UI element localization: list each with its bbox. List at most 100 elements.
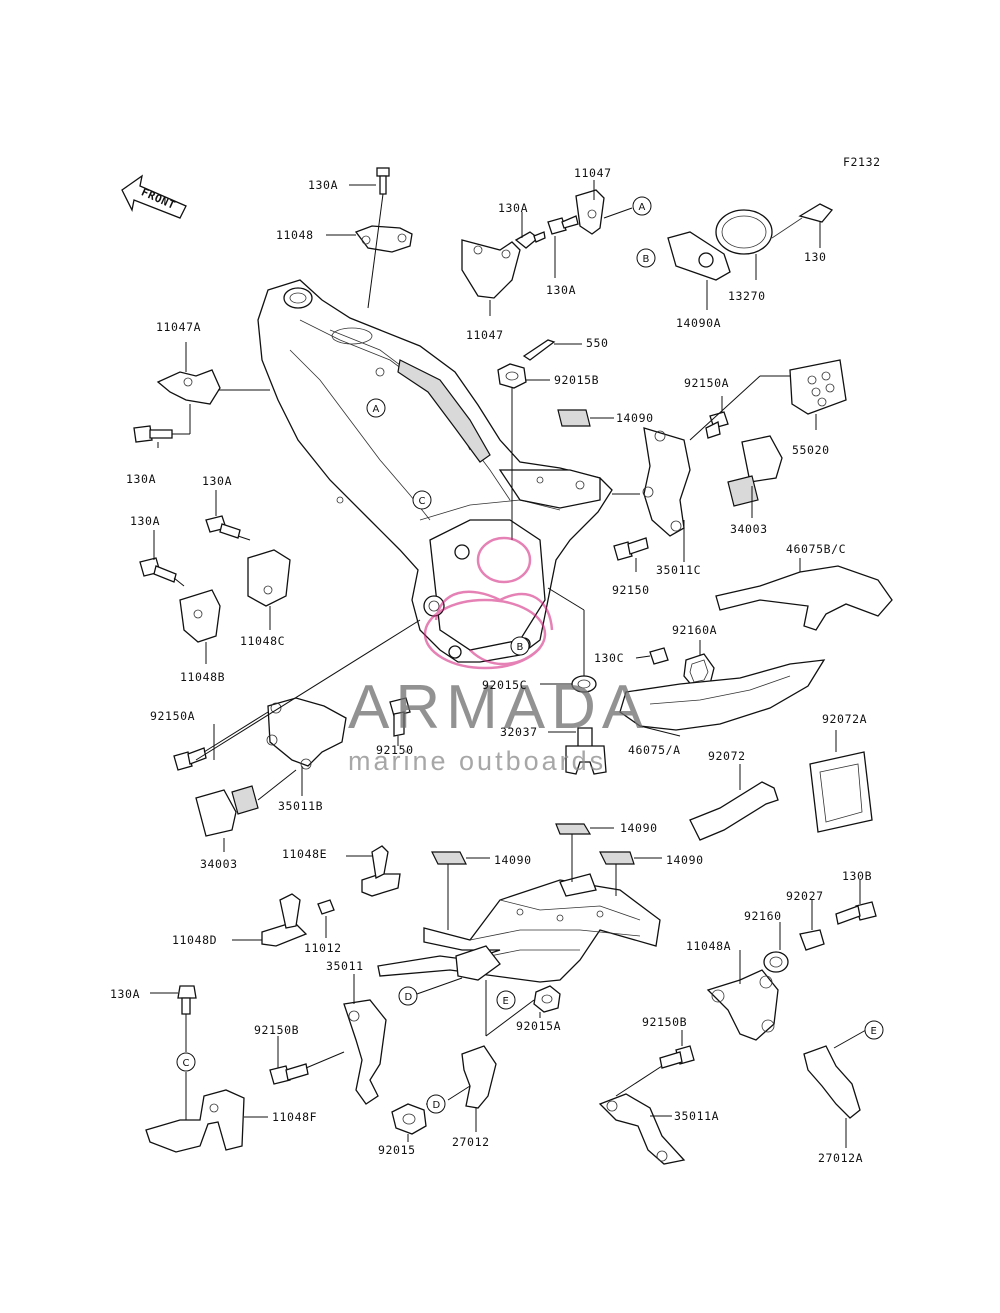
part-label: 14090 [616, 411, 654, 425]
part-label: 55020 [792, 443, 830, 457]
collar-11012 [317, 899, 335, 915]
ref-marker-a-frame [366, 398, 386, 418]
part-label: 92150B [642, 1015, 687, 1029]
ref-marker-d-subframe [398, 986, 418, 1006]
ref-marker-e-guard [864, 1020, 884, 1040]
part-label: 92027 [786, 889, 824, 903]
ref-marker-e-subframe-text: E [503, 996, 510, 1007]
part-label: 92160A [672, 623, 717, 637]
part-label: 130A [130, 514, 160, 528]
grab-rail-46075bc [715, 565, 893, 631]
diagram-code: F2132 [843, 155, 881, 169]
part-label: 11047A [156, 320, 201, 334]
part-label: 92150 [376, 743, 414, 757]
bracket-11047a [156, 369, 221, 405]
bracket-11047-upper [575, 189, 605, 235]
footpeg-55020 [789, 359, 847, 415]
part-label: 130A [546, 283, 576, 297]
part-label: 11047 [466, 328, 504, 342]
part-label: 14090A [676, 316, 721, 330]
pad-14090-c [431, 851, 467, 865]
part-label: 11048B [180, 670, 225, 684]
bracket-35011a [598, 1093, 686, 1165]
ref-markers: A B A C B D E D E C [176, 196, 884, 1114]
bolt-92150-mid [389, 697, 411, 737]
part-label: 11048E [282, 847, 327, 861]
part-label: 11048F [272, 1110, 317, 1124]
part-label: 92015C [482, 678, 527, 692]
part-label: 35011 [326, 959, 364, 973]
bracket-35011b [266, 697, 347, 770]
main-frame [257, 279, 613, 663]
part-label: 130A [308, 178, 338, 192]
nut-92015 [391, 1103, 427, 1135]
band-92072a [809, 751, 873, 833]
pin-550 [522, 339, 556, 361]
watermark: ARMADA marine outboards [348, 536, 643, 776]
part-label: 46075B/C [786, 542, 846, 556]
part-label: 11048A [686, 939, 731, 953]
heel-guard-27012a [803, 1045, 861, 1119]
part-label: 92150A [150, 709, 195, 723]
pad-14090-d [599, 851, 635, 865]
grip-92072 [689, 781, 779, 841]
bolt-130b [835, 901, 877, 925]
bracket-35011c [642, 427, 691, 537]
part-label: 34003 [730, 522, 768, 536]
bracket-11048f [145, 1089, 245, 1153]
part-label: 130A [202, 474, 232, 488]
part-label: 92015A [516, 1019, 561, 1033]
part-label: 27012A [818, 1151, 863, 1165]
anchor-logo-icon [423, 536, 554, 670]
ref-marker-e-guard-text: E [871, 1026, 878, 1037]
bolt-92150b-left [269, 1063, 309, 1085]
bracket-11047-lower [461, 239, 521, 299]
part-label: 92150A [684, 376, 729, 390]
part-label: 14090 [494, 853, 532, 867]
damper-34003-left [195, 785, 259, 837]
ref-marker-a-frame-text: A [373, 404, 380, 415]
ref-marker-d-guard [426, 1094, 446, 1114]
part-label: 130C [594, 651, 624, 665]
ref-marker-c-frame-text: C [419, 496, 427, 507]
part-label: 34003 [200, 857, 238, 871]
part-label: 13270 [728, 289, 766, 303]
part-label: 11048 [276, 228, 314, 242]
plate-14090a [667, 231, 731, 281]
part-label: 550 [586, 336, 609, 350]
nut-92015a [533, 985, 561, 1013]
grommet-92160 [763, 951, 789, 973]
collar-92027 [799, 929, 825, 951]
part-labels: 130A 11048 11047 130A 130A 11047 130 132… [110, 166, 872, 1165]
bracket-11048c [247, 549, 291, 607]
part-label: 35011A [674, 1109, 719, 1123]
part-label: 35011C [656, 563, 701, 577]
stud-32037 [565, 727, 607, 775]
ref-marker-c-bracket-text: C [183, 1058, 191, 1069]
ref-marker-e-subframe [496, 990, 516, 1010]
bracket-35011 [343, 999, 387, 1105]
bolt-130a-mid [514, 231, 546, 249]
ref-marker-d-guard-text: D [433, 1100, 441, 1111]
part-label: 32037 [500, 725, 538, 739]
part-label: 14090 [620, 821, 658, 835]
front-arrow-icon: FRONT [121, 174, 187, 219]
bolt-130a-right [547, 215, 579, 235]
ref-marker-b-upper [636, 248, 656, 268]
bracket-11048e [361, 845, 401, 897]
bolt-130a-b2 [139, 557, 177, 583]
plate-11048a [706, 969, 779, 1041]
pad-14090-b [555, 823, 592, 835]
part-label: 11047 [574, 166, 612, 180]
part-label: 46075/A [628, 743, 681, 757]
ref-marker-c-bracket [176, 1052, 196, 1072]
part-label: 130A [110, 987, 140, 1001]
ref-marker-b-upper-text: B [643, 254, 650, 265]
part-label: 92015 [378, 1143, 416, 1157]
part-label: 11012 [304, 941, 342, 955]
bolt-130a-top [376, 167, 390, 195]
pad-14090-upper [557, 409, 591, 427]
watermark-subtitle: marine outboards [348, 746, 606, 776]
bolt-130a-bottom [177, 985, 197, 1015]
